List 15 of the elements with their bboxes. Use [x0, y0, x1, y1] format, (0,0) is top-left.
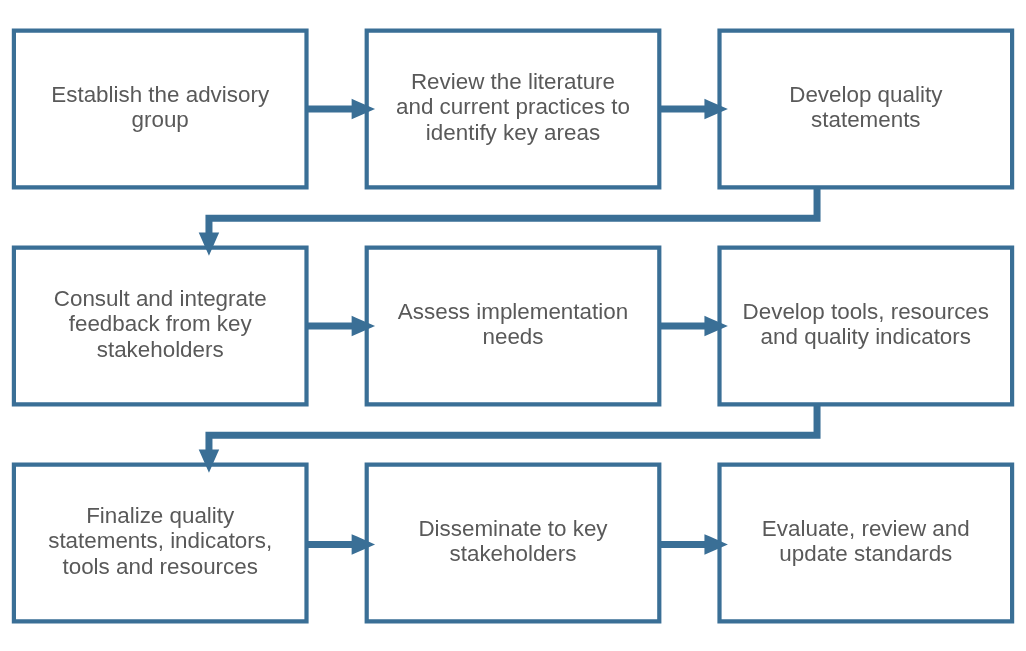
node-box: Review the literature and current practices to identify key areas [364, 28, 662, 189]
arrow [659, 533, 728, 555]
arrow [306, 98, 376, 119]
arrow [306, 315, 376, 336]
node-box: Assess implementation needs [364, 245, 662, 406]
node-box: Finalize quality statements, indicators, tools and resources [11, 462, 309, 623]
node-box: Develop quality statements [717, 28, 1015, 189]
arrow [659, 98, 728, 119]
node-box: Evaluate, review and update standards [717, 462, 1015, 623]
arrow [659, 315, 728, 336]
node-box: Develop tools, resources and quality indicators [717, 245, 1015, 406]
node-box: Establish the advisory group [11, 28, 309, 189]
arrow [306, 533, 376, 555]
node-box: Disseminate to key stakeholders [364, 462, 662, 623]
node-box: Consult and integrate feedback from key stakeholders [11, 245, 309, 406]
